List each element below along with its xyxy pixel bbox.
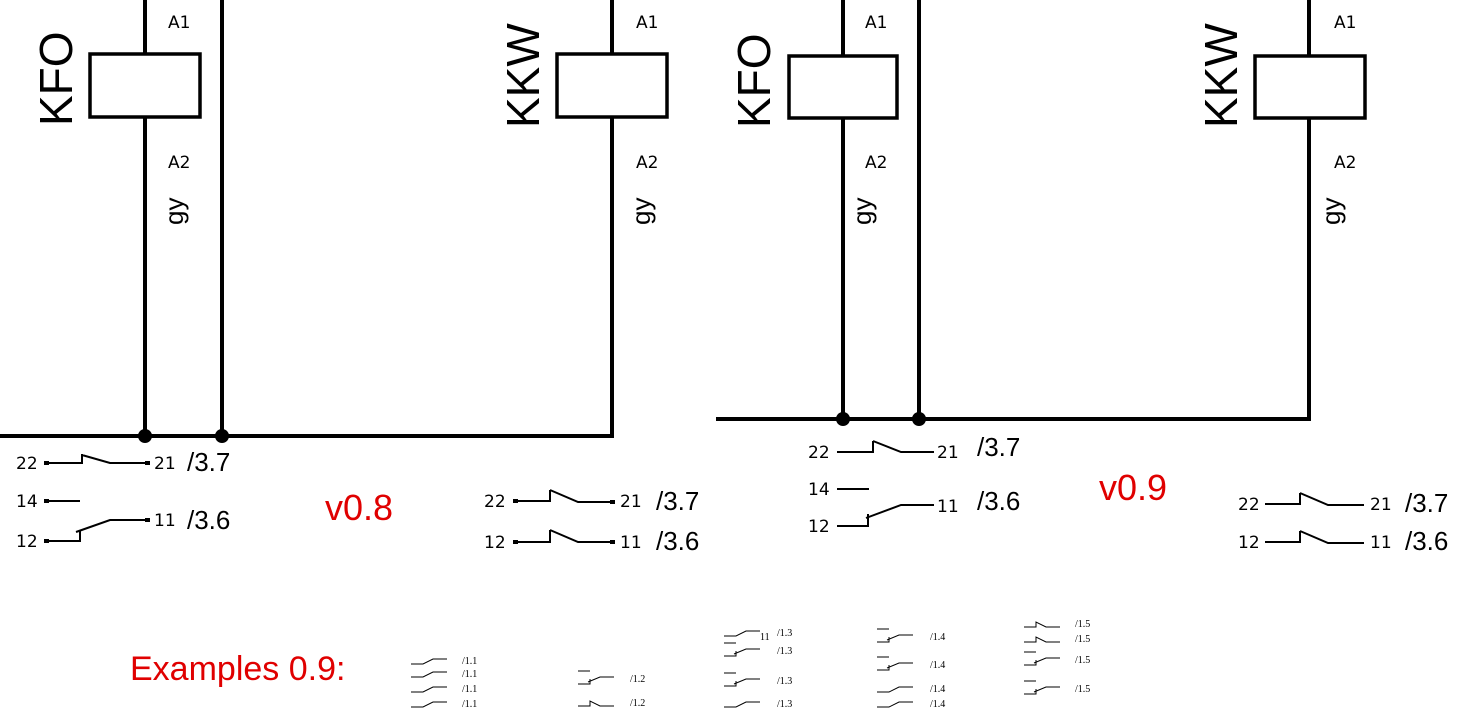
coil-label: KKW xyxy=(497,23,549,128)
example-cross-ref: /1.1 xyxy=(462,669,477,680)
contact-block-right: 22 21 /3.7 12 11 /3.6 xyxy=(1238,488,1448,556)
examples-title: Examples 0.9: xyxy=(130,650,345,688)
terminal-12: 12 xyxy=(484,533,506,553)
coil-kfo xyxy=(88,52,202,119)
example-contact-symbol xyxy=(877,701,913,708)
terminal-14: 14 xyxy=(808,480,830,500)
example-cross-ref: /1.3 xyxy=(777,676,792,687)
example-cross-ref: /1.5 xyxy=(1075,655,1090,666)
example-cross-ref: /1.4 xyxy=(930,632,945,643)
cross-ref: /3.6 xyxy=(656,526,699,556)
cross-ref: /3.6 xyxy=(977,486,1020,516)
example-contact-symbol xyxy=(578,700,614,707)
junction-dot xyxy=(912,412,926,426)
junction-dot xyxy=(215,429,229,443)
example-contact-symbol xyxy=(877,686,913,693)
panel-v09: KFO KKW A1 A2 gy A1 A2 gy 22 21 /3.7 14 … xyxy=(716,0,1448,556)
terminal-a2: A2 xyxy=(865,153,887,173)
terminal-a2: A2 xyxy=(168,153,190,173)
example-cross-ref: /1.3 xyxy=(777,699,792,710)
terminal-a1: A1 xyxy=(865,13,887,33)
terminal-21: 21 xyxy=(1370,495,1392,515)
example-contact-symbol xyxy=(411,671,447,678)
contact-block-left: 22 21 /3.7 14 12 11 /3.6 xyxy=(16,447,230,552)
terminal-22: 22 xyxy=(16,454,38,474)
example-contact-symbol xyxy=(724,672,760,687)
terminal-11: 11 xyxy=(154,511,176,531)
wire-color: gy xyxy=(1316,198,1346,225)
example-contact-symbol xyxy=(877,656,913,671)
example-contact-symbol xyxy=(724,630,760,637)
example-cross-ref: /1.3 xyxy=(777,646,792,657)
cross-ref: /3.7 xyxy=(187,447,230,477)
example-cross-ref: /1.2 xyxy=(630,698,645,709)
example-cross-ref: /1.4 xyxy=(930,684,945,695)
example-contact-symbol xyxy=(411,701,447,708)
coil-kkw xyxy=(555,52,669,119)
example-cross-ref: /1.2 xyxy=(630,674,645,685)
coil-label: KFO xyxy=(30,31,82,126)
cross-ref: /3.7 xyxy=(656,486,699,516)
cross-ref: /3.7 xyxy=(1405,488,1448,518)
cross-ref: /3.6 xyxy=(1405,526,1448,556)
terminal-a1: A1 xyxy=(636,13,658,33)
example-cross-ref: /1.5 xyxy=(1075,634,1090,645)
wires xyxy=(0,0,614,438)
example-contact-symbol xyxy=(1024,636,1060,643)
terminal-22: 22 xyxy=(484,492,506,512)
wire-color: gy xyxy=(626,198,656,225)
cross-ref: /3.6 xyxy=(187,505,230,535)
terminal-22: 22 xyxy=(1238,495,1260,515)
terminal-12: 12 xyxy=(16,532,38,552)
examples-group: /1.1/1.1/1.1/1.1/1.2/1.2/1.3/1.3/1.3/1.3… xyxy=(411,619,1090,710)
junction-dot xyxy=(836,412,850,426)
version-label: v0.9 xyxy=(1099,467,1167,508)
example-contact-symbol xyxy=(877,628,913,643)
terminal-a2: A2 xyxy=(1334,153,1356,173)
wire-color: gy xyxy=(159,198,189,225)
terminal-14: 14 xyxy=(16,492,38,512)
wire-color: gy xyxy=(847,198,877,225)
example-contact-symbol xyxy=(411,686,447,693)
coil-label: KFO xyxy=(728,33,780,128)
terminal-a2: A2 xyxy=(636,153,658,173)
example-cross-ref: /1.4 xyxy=(930,660,945,671)
example-cross-ref: /1.5 xyxy=(1075,619,1090,630)
contact-block-right: 22 21 /3.7 12 11 /3.6 xyxy=(484,486,699,556)
terminal-a1: A1 xyxy=(1334,13,1356,33)
example-contact-symbol xyxy=(1024,680,1060,695)
terminal-12: 12 xyxy=(808,517,830,537)
example-cross-ref: /1.3 xyxy=(777,628,792,639)
cross-ref: /3.7 xyxy=(977,432,1020,462)
terminal-22: 22 xyxy=(808,443,830,463)
terminal-21: 21 xyxy=(937,443,959,463)
example-cross-ref: /1.5 xyxy=(1075,684,1090,695)
junction-dot xyxy=(138,429,152,443)
example-cross-ref: /1.1 xyxy=(462,699,477,710)
example-contact-symbol xyxy=(724,701,760,708)
coil-kkw xyxy=(1253,54,1367,120)
version-label: v0.8 xyxy=(325,487,393,528)
terminal-12: 12 xyxy=(1238,533,1260,553)
contact-block-left: 22 21 /3.7 14 12 11 /3.6 xyxy=(808,432,1020,537)
terminal-21: 21 xyxy=(620,492,642,512)
example-cross-ref: /1.4 xyxy=(930,699,945,710)
example-contact-symbol xyxy=(1024,651,1060,666)
example-cross-ref: /1.1 xyxy=(462,656,477,667)
example-cross-ref: /1.1 xyxy=(462,684,477,695)
panel-v08: KFO KKW A1 A2 gy A1 A2 gy 22 21 /3.7 14 … xyxy=(0,0,699,556)
terminal-11: 11 xyxy=(937,497,959,517)
terminal-11: 11 xyxy=(1370,533,1392,553)
example-contact-symbol xyxy=(1024,621,1060,628)
terminal-a1: A1 xyxy=(168,13,190,33)
terminal-21: 21 xyxy=(154,454,176,474)
wires xyxy=(716,0,1311,421)
example-contact-symbol xyxy=(411,658,447,665)
terminal-11-small: 11 xyxy=(760,632,770,643)
coil-kfo xyxy=(787,54,899,120)
example-contact-symbol xyxy=(578,670,614,685)
example-contact-symbol xyxy=(724,642,760,657)
terminal-11: 11 xyxy=(620,533,642,553)
coil-label: KKW xyxy=(1195,23,1247,128)
